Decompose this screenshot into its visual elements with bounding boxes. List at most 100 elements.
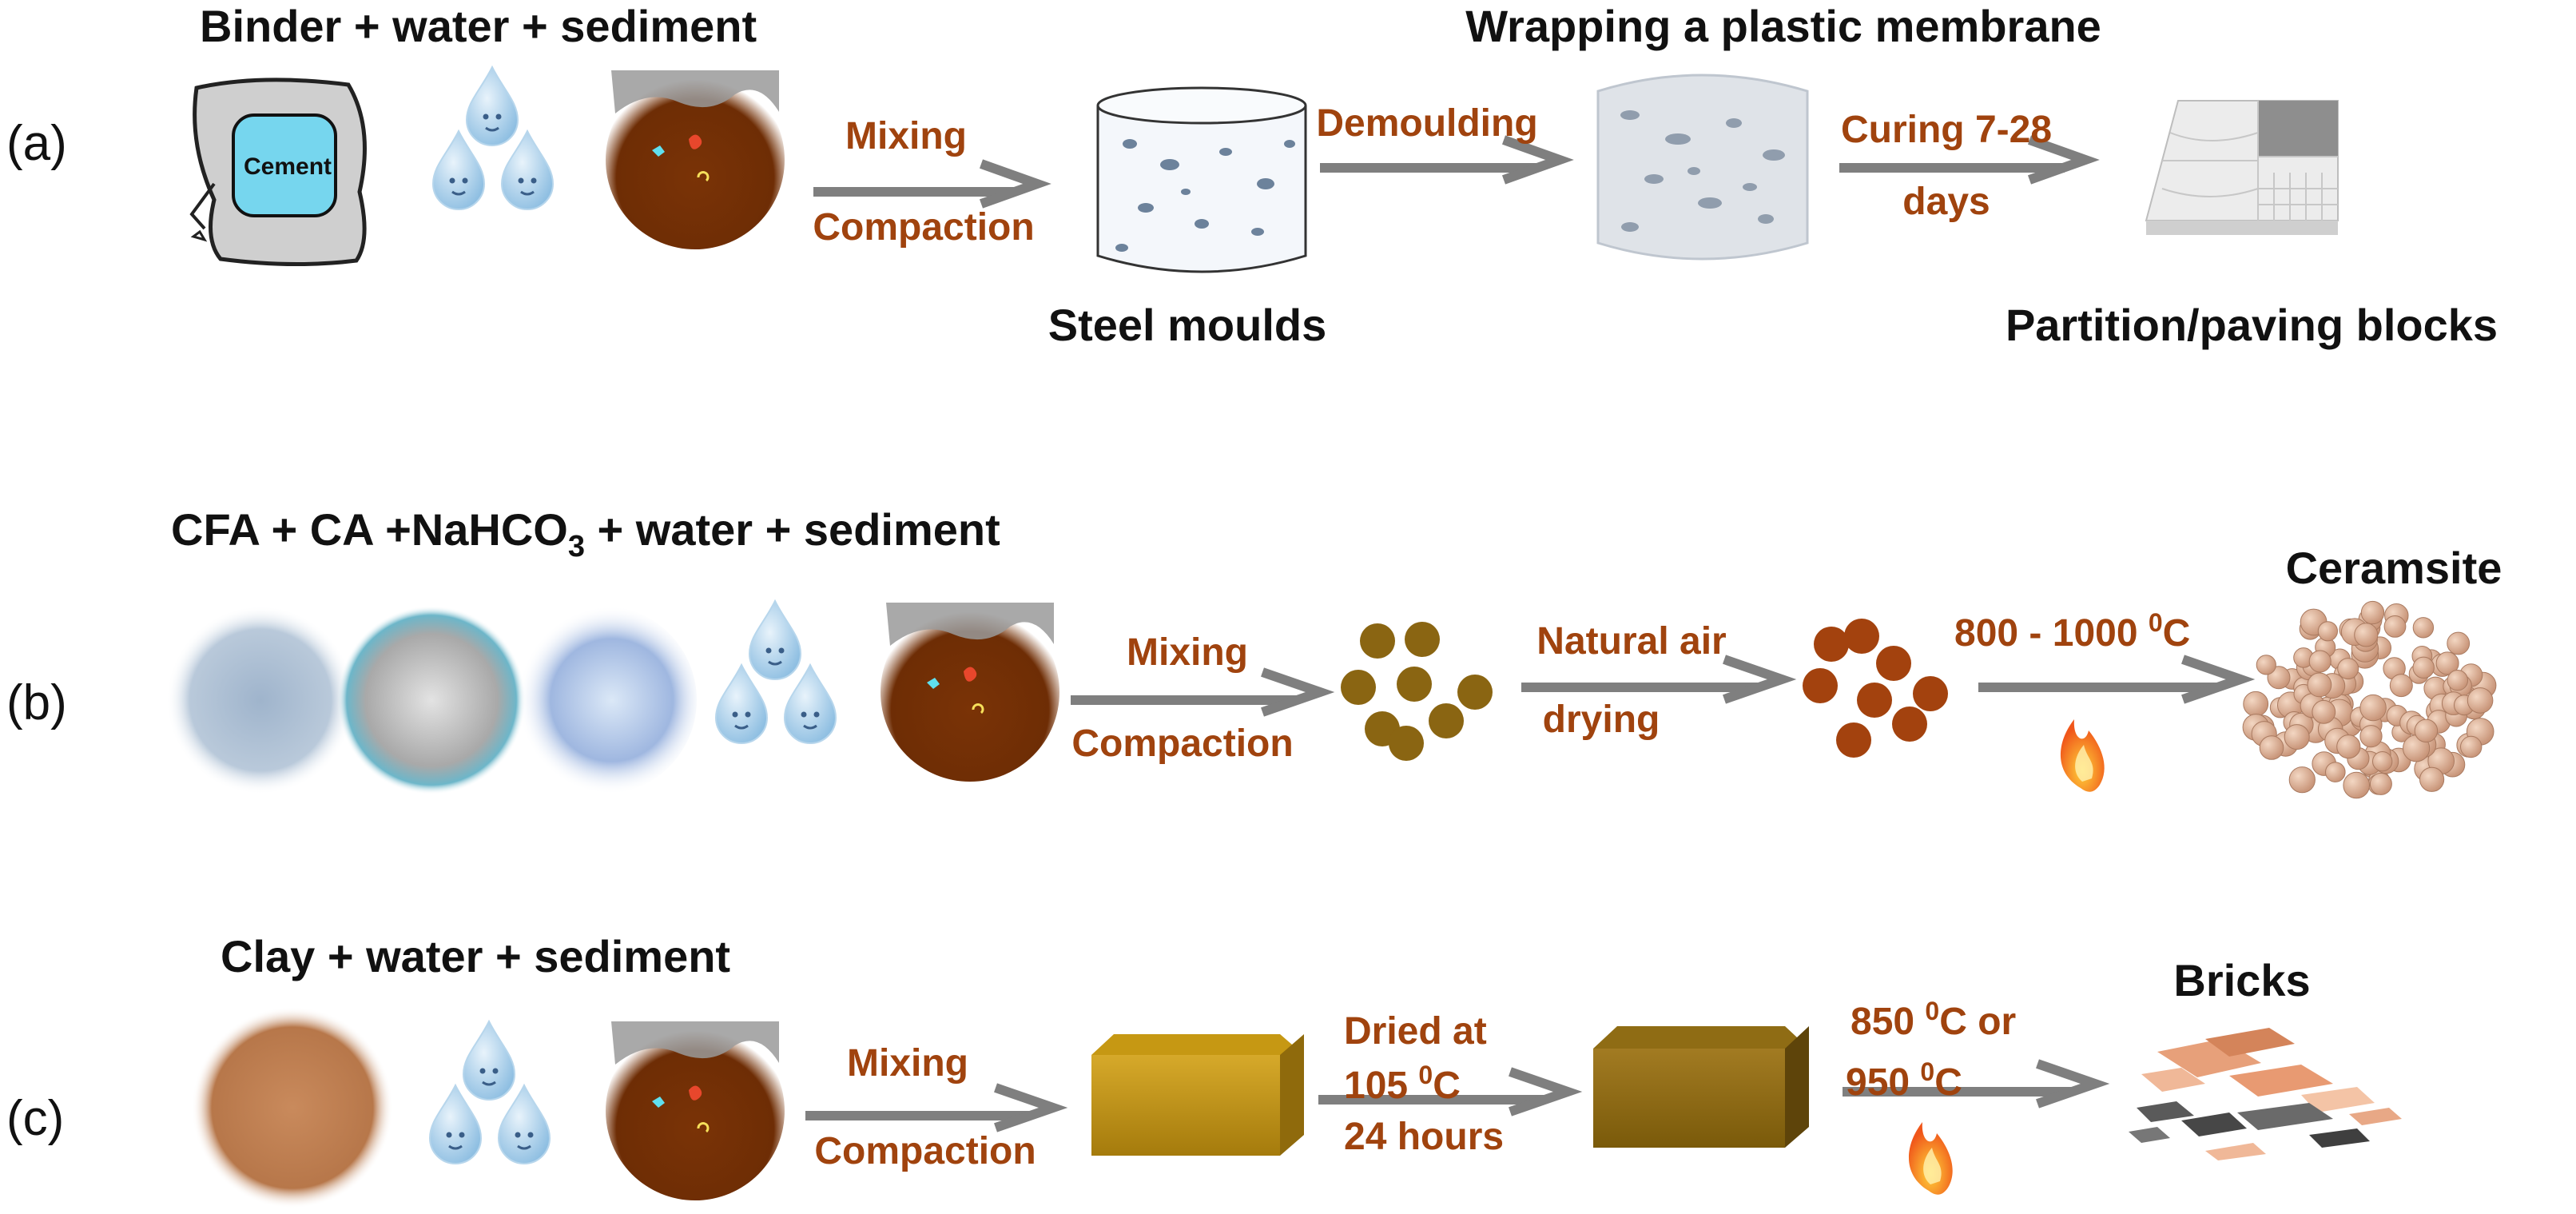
ceramsite-ball: [2284, 724, 2310, 750]
step-c2-line2: 105 0C: [1344, 1061, 1461, 1107]
ceramsite-ball: [2419, 766, 2445, 792]
step-c3-l2-sup: 0: [1920, 1057, 1934, 1086]
step-c2-pre: 105: [1344, 1065, 1418, 1107]
bricks-icon: [2129, 1028, 2402, 1160]
brick-block-icon-wet: [1091, 1034, 1304, 1156]
ingredients-title-a: Binder + water + sediment: [200, 1, 757, 51]
panel-b: (b) CFA + CA +NaHCO3 + water + sediment …: [6, 504, 2502, 799]
ceramsite-ball: [2307, 672, 2332, 698]
step-a1-line1: Mixing: [845, 115, 967, 157]
ceramsite-ball: [2360, 600, 2385, 625]
water-drops-icon-b: [714, 599, 837, 745]
powder-icon-nahco3: [508, 606, 697, 794]
step-b2-line2: drying: [1543, 699, 1660, 741]
ceramsite-ball: [2372, 751, 2393, 772]
ceramsite-ball: [2467, 687, 2494, 714]
arrow-a1: [813, 159, 1051, 209]
ceramsite-ball: [2256, 655, 2276, 675]
step-b3-unit: C: [2163, 612, 2191, 655]
powder-icon-cfa: [166, 606, 355, 794]
ceramsite-ball: [2435, 651, 2459, 675]
ceramsite-ball: [2354, 623, 2379, 647]
step-c2-line3: 24 hours: [1344, 1116, 1504, 1158]
steel-mould-icon: [1096, 86, 1307, 273]
arrow-b3: [1978, 655, 2256, 704]
brick-block-icon-dry: [1593, 1026, 1809, 1148]
caption-product-a: Partition/paving blocks: [2006, 300, 2498, 350]
step-a3-line2: days: [1902, 181, 1990, 223]
step-c1-line2: Compaction: [814, 1130, 1036, 1172]
clay-icon: [192, 1007, 393, 1208]
pellets-icon-dry: [1803, 619, 1948, 758]
ceramsite-ball: [2414, 718, 2439, 742]
panel-label-c: (c): [6, 1091, 64, 1146]
ceramsite-ball: [2343, 771, 2370, 799]
ceramsite-ball: [2359, 725, 2383, 748]
caption-steel-moulds: Steel moulds: [1048, 300, 1327, 350]
step-c2-sup: 0: [1418, 1061, 1433, 1089]
product-c: Bricks: [2173, 955, 2310, 1005]
arrow-c3: [1843, 1059, 2110, 1109]
arrow-b2: [1521, 655, 1797, 704]
ceramsite-ball: [2412, 617, 2435, 639]
pellets-icon-wet: [1341, 622, 1493, 761]
product-b: Ceramsite: [2286, 543, 2502, 593]
panel-a: (a) Binder + water + sediment Cement Mix…: [6, 1, 2498, 350]
ingredients-title-b: CFA + CA +NaHCO3 + water + sediment: [171, 504, 1000, 563]
panel-label-b: (b): [6, 675, 67, 730]
ceramsite-ball: [2308, 650, 2332, 673]
arrow-a3: [1839, 135, 2100, 185]
ceramsite-ball: [2337, 658, 2359, 680]
step-b1-line2: Compaction: [1071, 722, 1293, 765]
panel-c: (c) Clay + water + sediment Mixing Compa…: [6, 931, 2402, 1208]
wrapped-sample-icon: [1596, 74, 1809, 261]
step-c2-line1: Dried at: [1344, 1010, 1487, 1053]
sediment-icon: [604, 69, 786, 251]
ceramsite-ball: [2312, 699, 2336, 724]
caption-wrapping: Wrapping a plastic membrane: [1465, 1, 2101, 51]
ceramsite-ball: [2460, 735, 2483, 758]
ceramsite-ball: [2317, 621, 2338, 642]
step-c3-line1: 850 0C or: [1851, 997, 2016, 1043]
step-a2-line1: Demoulding: [1316, 102, 1537, 145]
ceramsite-ball: [2359, 694, 2387, 722]
arrow-c2: [1318, 1067, 1583, 1116]
step-c1-line1: Mixing: [847, 1042, 968, 1085]
arrow-c1: [805, 1083, 1068, 1132]
step-c3-l1-post: C or: [1939, 1001, 2016, 1043]
step-c3-l1-sup: 0: [1925, 997, 1939, 1025]
title-b-after: + water + sediment: [585, 504, 1000, 555]
step-b3-line1: 800 - 1000 0C: [1954, 608, 2190, 655]
ceramsite-ball: [2383, 615, 2407, 638]
arrow-a2: [1320, 135, 1574, 185]
ceramsite-icon: [2242, 600, 2497, 799]
ceramsite-ball: [2259, 735, 2284, 760]
step-b3-text: 800 - 1000: [1954, 612, 2149, 655]
flame-icon-b: [2060, 719, 2105, 792]
ceramsite-ball: [2447, 670, 2469, 691]
ceramsite-ball: [2336, 734, 2361, 759]
ceramsite-ball: [2389, 674, 2413, 698]
title-b-before: CFA + CA +NaHCO: [171, 504, 568, 555]
step-c3-l2-pre: 950: [1846, 1061, 1920, 1104]
water-drops-icon-c: [428, 1020, 551, 1165]
cement-bag-icon: [189, 78, 367, 267]
ingredients-title-c: Clay + water + sediment: [221, 931, 730, 981]
sediment-icon-b: [879, 601, 1061, 783]
step-c3-l2-post: C: [1934, 1061, 1962, 1104]
panel-label-a: (a): [6, 116, 67, 171]
cement-label: Cement: [244, 153, 332, 180]
step-c2-post: C: [1433, 1065, 1461, 1107]
paving-block-icon: [2145, 100, 2339, 235]
ceramsite-ball: [2325, 762, 2346, 782]
ceramsite-ball: [2369, 772, 2392, 795]
step-c3-l1-pre: 850: [1851, 1001, 1925, 1043]
ceramsite-ball: [2288, 766, 2316, 794]
step-c3-line2: 950 0C: [1846, 1057, 1962, 1104]
step-b1-line1: Mixing: [1127, 631, 1248, 674]
sediment-icon-c: [604, 1020, 786, 1202]
water-drops-icon: [431, 66, 555, 211]
ceramsite-ball: [2243, 691, 2269, 717]
title-b-sub: 3: [568, 530, 585, 563]
